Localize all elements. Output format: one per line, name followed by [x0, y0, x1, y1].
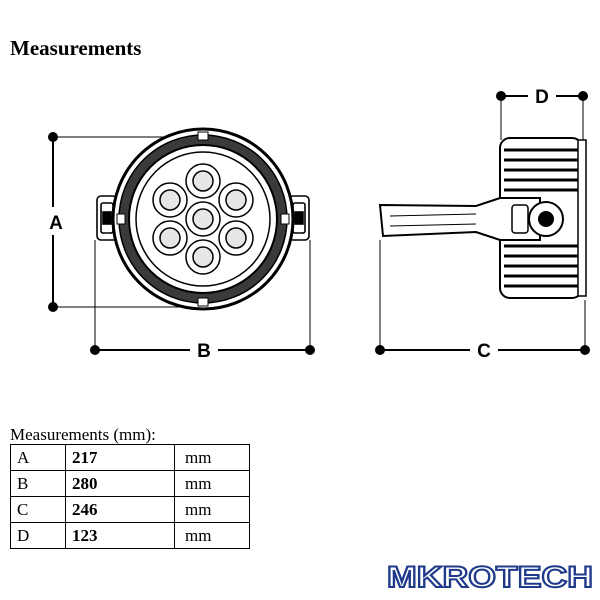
front-left-bracket	[96, 195, 118, 241]
row-key: D	[10, 522, 66, 549]
mkrotech-logo: MKROTECH	[387, 560, 594, 592]
dimension-c-label: C	[477, 341, 491, 362]
table-row: C 246 mm	[10, 496, 250, 523]
dimension-d-label: D	[535, 87, 549, 108]
row-value: 246	[65, 496, 175, 523]
row-unit: mm	[174, 470, 250, 497]
row-unit: mm	[174, 444, 250, 471]
dimension-b-label: B	[197, 341, 211, 362]
measurements-table: A 217 mm B 280 mm C 246 mm D 123 mm	[10, 444, 250, 549]
row-key: A	[10, 444, 66, 471]
fixture-front-view	[96, 127, 310, 311]
table-caption: Measurements (mm):	[10, 425, 156, 444]
dimension-a-label: A	[49, 213, 63, 234]
table-row: A 217 mm	[10, 444, 250, 471]
row-key: C	[10, 496, 66, 523]
table-row: D 123 mm	[10, 522, 250, 549]
table-row: B 280 mm	[10, 470, 250, 497]
led-cluster	[152, 163, 254, 275]
row-unit: mm	[174, 496, 250, 523]
row-unit: mm	[174, 522, 250, 549]
row-key: B	[10, 470, 66, 497]
fixture-dimension-drawing: A B	[48, 87, 590, 362]
row-value: 280	[65, 470, 175, 497]
logo-text: MKROTECH	[387, 561, 593, 592]
page-heading: Measurements	[10, 36, 142, 60]
row-value: 123	[65, 522, 175, 549]
fixture-side-view	[378, 137, 587, 299]
row-value: 217	[65, 444, 175, 471]
